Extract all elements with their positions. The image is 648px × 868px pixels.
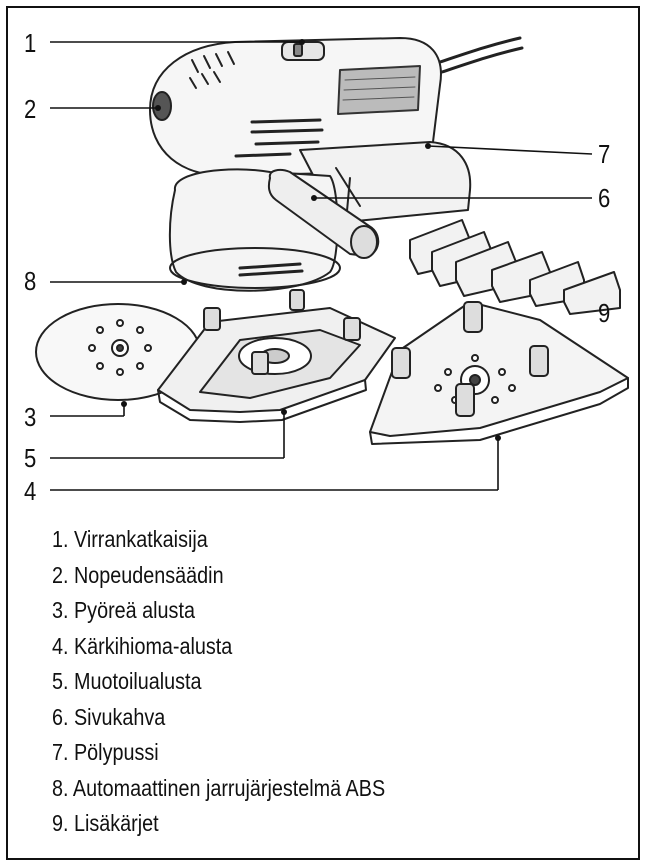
callout-8: 8 (24, 266, 37, 296)
dust-bag (299, 141, 472, 223)
legend-item: 7. Pölypussi (52, 739, 159, 765)
callout-1: 1 (24, 28, 37, 58)
callout-3: 3 (24, 402, 37, 432)
power-cord (438, 36, 522, 64)
legend-item: 6. Sivukahva (52, 703, 166, 730)
legend-item: 5. Muotoilualusta (52, 668, 202, 694)
callout-4: 4 (24, 476, 37, 506)
callout-2: 2 (24, 94, 37, 124)
leader-lines (50, 41, 593, 491)
callout-6: 6 (598, 183, 611, 213)
parts-legend: 1. Virrankatkaisija 2. Nopeudensäädin 3.… (52, 522, 439, 842)
legend-item: 8. Automaattinen jarrujärjestelmä ABS (52, 774, 386, 801)
accessory-tips (409, 219, 621, 315)
callout-5: 5 (24, 443, 37, 473)
speed-dial (152, 91, 172, 121)
legend-item: 9. Lisäkärjet (52, 810, 159, 836)
legend-item: 4. Kärkihioma-alusta (52, 632, 233, 659)
callout-7: 7 (598, 139, 611, 169)
legend-item: 2. Nopeudensäädin (52, 561, 224, 588)
legend-item: 1. Virrankatkaisija (52, 526, 208, 552)
callout-9: 9 (598, 298, 611, 328)
legend-item: 3. Pyöreä alusta (52, 597, 195, 623)
